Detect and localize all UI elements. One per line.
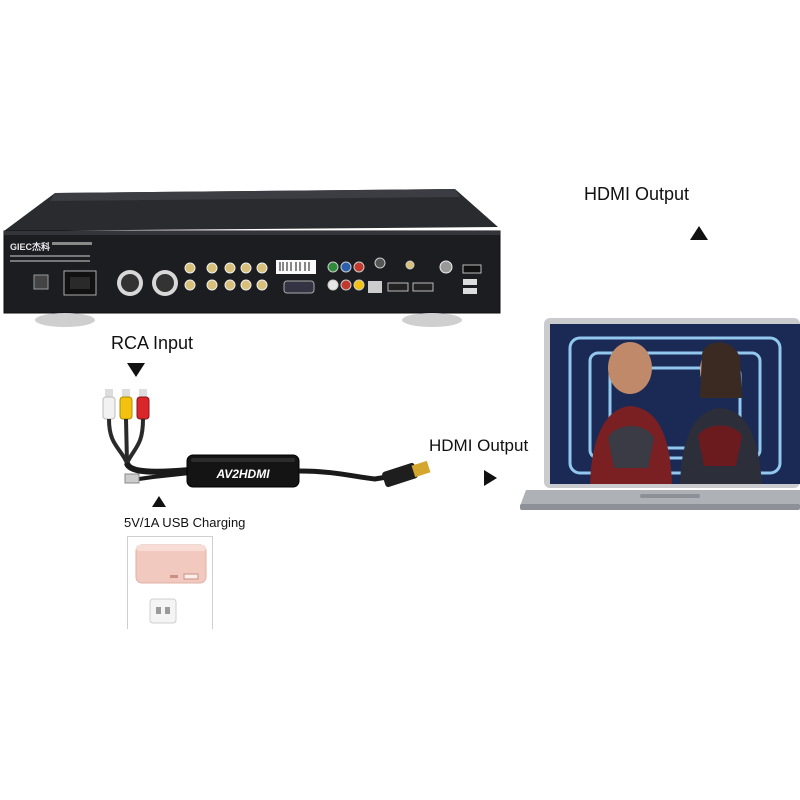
- hdmi-output-side-label: HDMI Output: [429, 436, 529, 455]
- adapter-label: AV2HDMI: [215, 467, 270, 481]
- powerbank-and-charger-image: [135, 544, 207, 624]
- rca-input-label: RCA Input: [111, 333, 194, 353]
- charging-accessories-box: [127, 536, 213, 629]
- usb-charging-label: 5V/1A USB Charging: [124, 515, 246, 530]
- arrow-down-icon: [127, 363, 145, 377]
- arrow-right-icon: [484, 470, 497, 486]
- hdmi-output-top-label: HDMI Output: [584, 184, 690, 204]
- laptop-image: [520, 318, 800, 510]
- arrow-up-small-icon: [152, 496, 166, 507]
- av2hdmi-cable-image: AV2HDMI: [102, 389, 431, 488]
- rca-white-plug: [102, 396, 116, 420]
- rca-red-plug: [136, 396, 150, 420]
- device-logo: GIEC杰科: [10, 241, 50, 252]
- rca-yellow-plug: [119, 396, 133, 420]
- arrow-up-icon: [690, 226, 708, 240]
- source-device-image: GIEC杰科: [3, 189, 501, 327]
